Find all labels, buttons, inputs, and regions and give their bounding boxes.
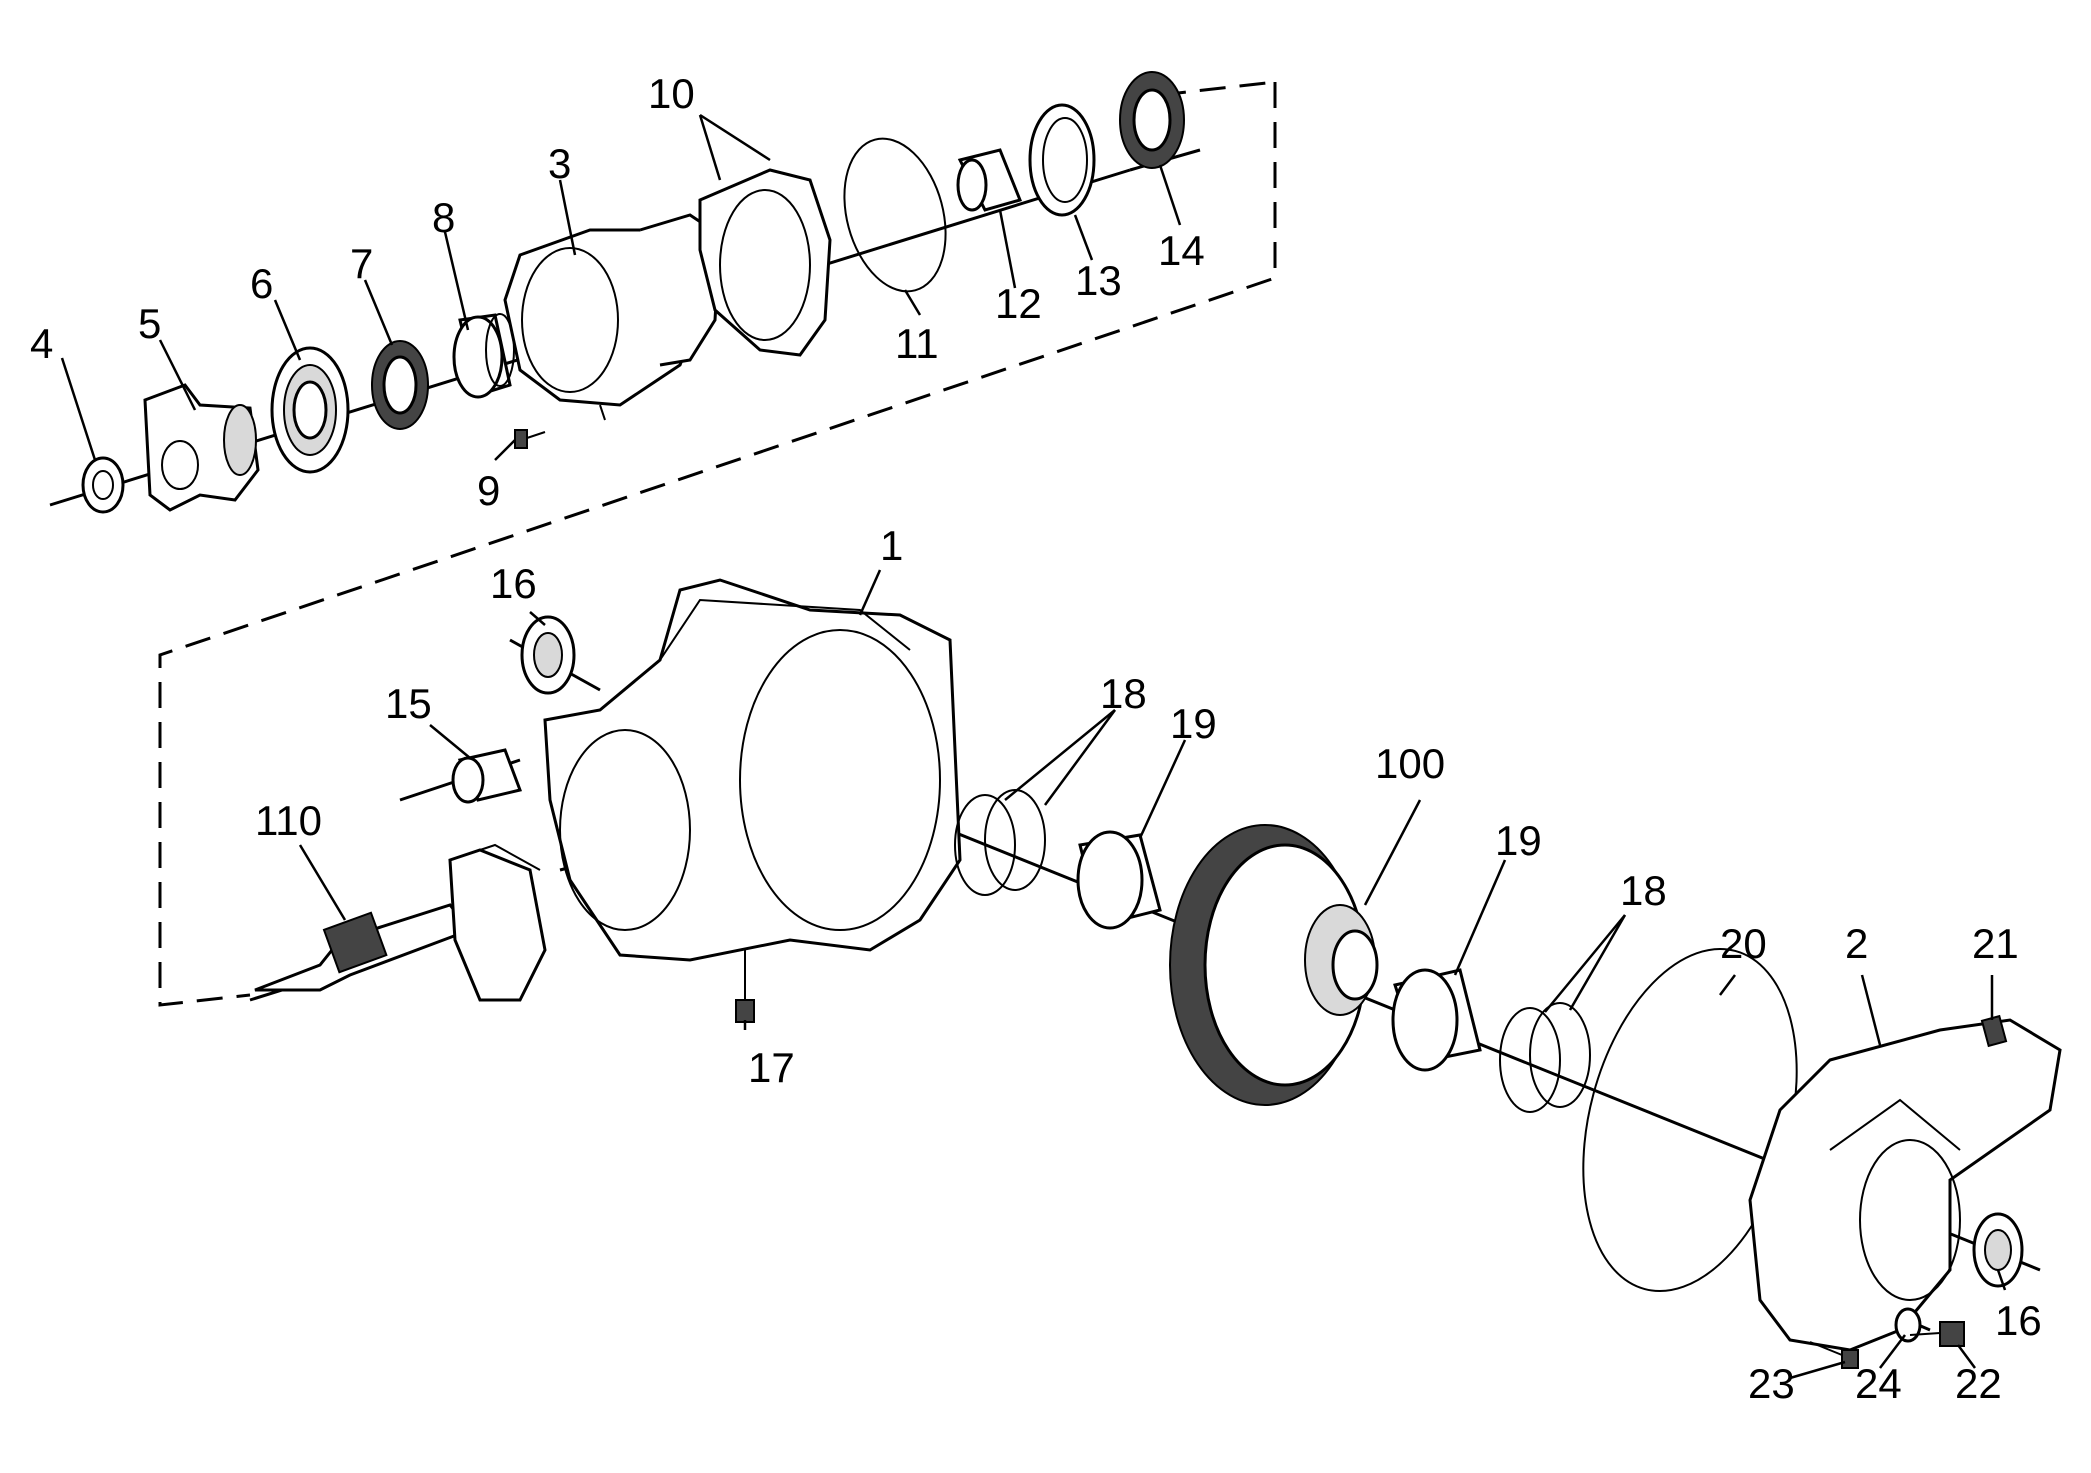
callout-10: 10 (648, 70, 695, 117)
callout-5: 5 (138, 300, 161, 347)
callout-19-right: 19 (1495, 817, 1542, 864)
part-pinion-gear (254, 843, 547, 1002)
part-bearing-cone-outer (1119, 71, 1185, 169)
assembly-axes (49, 148, 2041, 1332)
part-shims-right (1499, 1002, 1591, 1113)
part-differential-ring-gear (1169, 824, 1379, 1106)
part-bearing-cup-outer (1028, 103, 1096, 217)
part-vent (1980, 1014, 2008, 1048)
part-plug (1909, 1321, 1965, 1347)
part-seal-right (1972, 1212, 2024, 1288)
callout-19-left: 19 (1170, 700, 1217, 747)
callout-16-right: 16 (1995, 1297, 2042, 1344)
callout-6: 6 (250, 260, 273, 307)
callout-7: 7 (350, 240, 373, 287)
callout-110: 110 (255, 797, 322, 844)
part-spacer (956, 148, 1023, 212)
callout-17: 17 (748, 1044, 795, 1091)
part-nut (81, 456, 125, 514)
part-seal-left (520, 615, 576, 695)
part-shims-left (954, 789, 1046, 896)
callout-labels: 4 5 6 7 8 3 10 9 11 12 13 14 1 16 15 110… (30, 70, 2042, 1407)
part-seal (270, 346, 350, 474)
part-o-ring-small (843, 137, 947, 293)
part-bushing (451, 748, 523, 804)
callout-12: 12 (995, 280, 1042, 327)
callout-8: 8 (432, 194, 455, 241)
callout-2: 2 (1845, 920, 1868, 967)
part-differential-bearing-cup-right (1391, 968, 1482, 1072)
callout-16-left: 16 (490, 560, 537, 607)
callout-3: 3 (548, 140, 571, 187)
callout-11: 11 (895, 320, 939, 367)
callout-100: 100 (1375, 740, 1445, 787)
part-carrier-housing (543, 578, 962, 1023)
callout-22: 22 (1955, 1360, 2002, 1407)
part-bolt-small (514, 429, 546, 449)
part-washer (1894, 1307, 1922, 1343)
leader-lines (60, 113, 2007, 1380)
callout-13: 13 (1075, 257, 1122, 304)
part-gasket (698, 168, 832, 357)
callout-21: 21 (1972, 920, 2019, 967)
callout-23: 23 (1748, 1360, 1795, 1407)
callout-1: 1 (880, 522, 903, 569)
callout-15: 15 (385, 680, 432, 727)
callout-20: 20 (1720, 920, 1767, 967)
part-bolt (1809, 1341, 1859, 1369)
callout-24: 24 (1855, 1360, 1902, 1407)
callout-18-left: 18 (1100, 670, 1147, 717)
part-pinion-housing (503, 213, 722, 421)
callout-18-right: 18 (1620, 867, 1667, 914)
part-flange-yoke (143, 383, 260, 512)
callout-4: 4 (30, 320, 53, 367)
part-bearing-cone (371, 340, 429, 430)
part-differential-bearing-cup-left (1076, 830, 1162, 930)
part-carrier-cover (1748, 1018, 2062, 1352)
part-bearing-cup (452, 313, 515, 399)
callout-9: 9 (477, 467, 500, 514)
callout-14: 14 (1158, 227, 1205, 274)
